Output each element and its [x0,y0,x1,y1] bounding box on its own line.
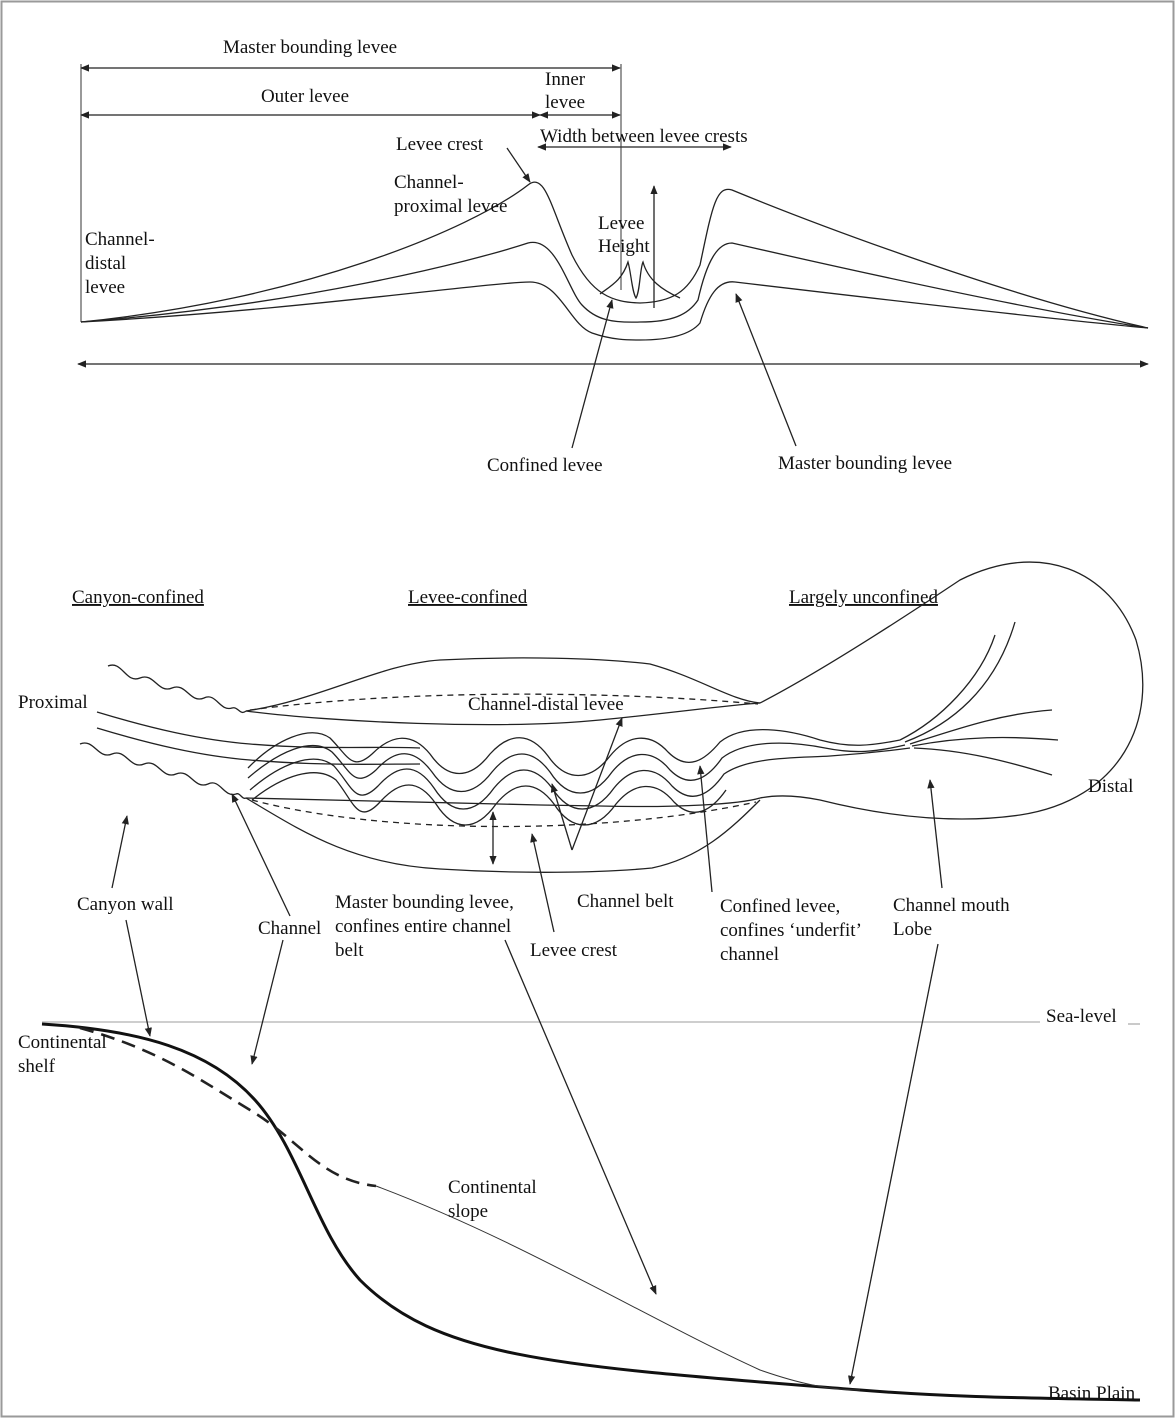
master-bounding-label-line2: confines entire channel [335,916,511,937]
canyon-wall-profile-pointer [126,920,150,1036]
canyon-wall-label: Canyon wall [77,894,174,915]
confined-levee-label-line1: Confined levee, [720,896,840,917]
channel-belt-line-2 [248,743,905,793]
channel-pointer [232,794,290,916]
channel-mouth-label-line2: Lobe [893,919,932,940]
master-bounding-levee-bottom-label: Master bounding levee [778,453,952,474]
channel-profile-pointer [252,940,283,1064]
sea-level-label: Sea-level [1046,1006,1117,1027]
master-bounding-levee-pointer [736,294,796,446]
cross-section-panel: Master bounding levee Outer levee Inner … [78,37,1148,476]
confined-levee-label-line2: confines ‘underfit’ [720,920,862,941]
basin-plain-label: Basin Plain [1048,1383,1136,1404]
master-bounding-label-line3: belt [335,940,364,961]
channel-label: Channel [258,918,321,939]
inner-levee-label-line1: Inner [545,69,586,90]
channel-belt-pointer-1 [552,784,572,850]
distributary-4 [912,738,1058,746]
inner-levee-label-line2: levee [545,92,585,113]
channel-distal-label-line2: distal [85,253,126,274]
channel-proximal-label-line1: Channel- [394,172,464,193]
canyon-wall-pointer [112,816,127,888]
plan-levee-crest-label: Levee crest [530,940,618,961]
slope-profile-panel: Sea-level Continental shelf Continental … [18,920,1140,1404]
largely-unconfined-heading: Largely unconfined [789,587,938,608]
levee-crest-pointer [507,148,530,182]
distal-label: Distal [1088,776,1133,797]
channel-upper-bank [97,712,420,748]
master-bounding-label-line1: Master bounding levee, [335,892,514,913]
distributary-1 [900,635,995,740]
levee-height-label-line1: Levee [598,213,644,234]
lower-levee-profile [81,282,1148,340]
continental-shelf-label-line1: Continental [18,1032,107,1053]
channel-distal-label-line3: levee [85,277,125,298]
levee-confined-heading: Levee-confined [408,587,528,608]
channel-proximal-label-line2: proximal levee [394,196,507,217]
confined-levee-profile [600,262,680,298]
channel-lower-bank [97,728,420,764]
channel-mouth-pointer [930,780,942,888]
channel-distal-label-line1: Channel- [85,229,155,250]
canyon-floor-profile [80,1028,376,1186]
lower-canyon-wall [80,743,246,798]
outer-levee-label: Outer levee [261,86,349,107]
levee-confined-profile-pointer [505,940,656,1294]
confined-levee-pointer-plan [700,766,712,892]
lobe-profile-pointer [850,944,938,1384]
channel-belt-label: Channel belt [577,891,674,912]
channel-belt-line-4 [252,773,726,825]
levee-crest-pointer-plan [532,834,554,932]
levee-height-label-line2: Height [598,236,650,257]
canyon-confined-heading: Canyon-confined [72,587,204,608]
channel-distal-levee-label: Channel-distal levee [468,694,624,715]
confined-levee-label: Confined levee [487,455,603,476]
channel-belt-pointer-2 [572,718,622,850]
seafloor-profile [42,1024,1140,1400]
upper-canyon-wall [108,665,246,712]
confined-levee-label-line3: channel [720,944,779,965]
distributary-3 [910,710,1052,744]
levee-crest-label: Levee crest [396,134,484,155]
channel-mouth-label-line1: Channel mouth [893,895,1010,916]
distributary-5 [914,748,1052,775]
continental-shelf-label-line2: shelf [18,1056,56,1077]
plan-view-panel: Canyon-confined Levee-confined Largely u… [18,562,1143,965]
width-between-crests-label: Width between levee crests [540,126,748,147]
continental-slope-label-line1: Continental [448,1177,537,1198]
distributary-2 [905,622,1015,742]
lower-inner-levee-outline [246,798,760,807]
master-bounding-levee-label: Master bounding levee [223,37,397,58]
continental-slope-label-line2: slope [448,1201,488,1222]
proximal-label: Proximal [18,692,88,713]
